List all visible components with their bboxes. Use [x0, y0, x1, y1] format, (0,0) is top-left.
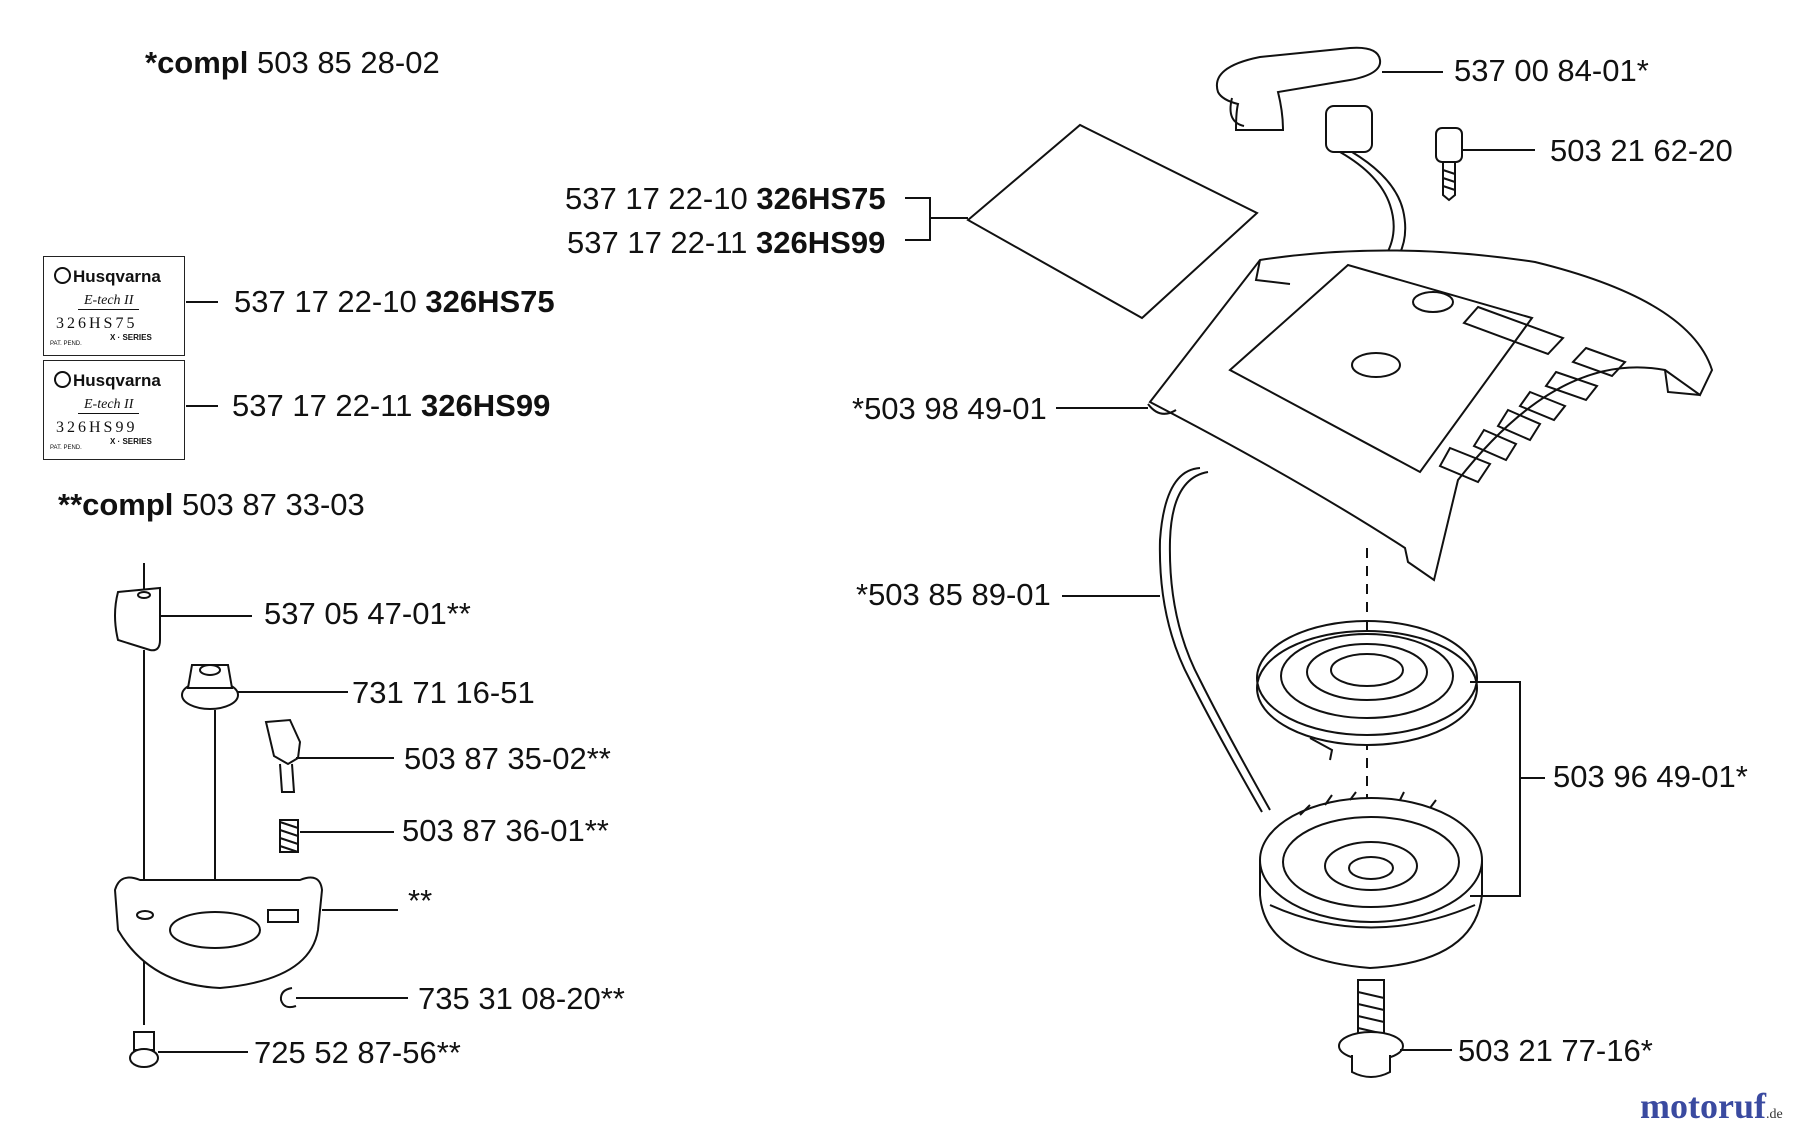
decal-pat: PAT. PEND.: [50, 445, 82, 451]
small-spring-drawing: [279, 819, 299, 853]
label-top-screw: 503 21 62-20: [1550, 133, 1733, 168]
label-cord: *503 85 89-01: [856, 577, 1051, 612]
label-bracket: **: [408, 883, 433, 918]
decal-series: X · SERIES: [110, 333, 152, 342]
decal-sheet-drawing: [966, 123, 1259, 320]
starter-handle-drawing: [1215, 46, 1407, 263]
starter-housing-drawing: [1147, 249, 1714, 582]
label-sheet-75: 537 17 22-10 326HS75: [565, 181, 886, 216]
lever-drawing: [264, 718, 302, 793]
label-small-screw: 725 52 87-56**: [254, 1035, 461, 1070]
decal-line: E-tech II: [78, 293, 140, 310]
compl-header-2: **compl 503 87 33-03: [58, 487, 365, 522]
label-lever: 503 87 35-02**: [404, 741, 611, 776]
nut-drawing: [181, 664, 239, 710]
label-bolt: 503 21 77-16*: [1458, 1033, 1653, 1068]
bracket-drawing: [113, 876, 324, 990]
label-housing: *503 98 49-01: [852, 391, 1047, 426]
decal-series: X · SERIES: [110, 437, 152, 446]
recoil-spring-drawing: [1256, 620, 1478, 761]
decal-line: E-tech II: [78, 397, 140, 414]
pawl-drawing: [114, 586, 161, 652]
husqvarna-logo: Husqvarna: [54, 267, 161, 287]
decal-326hs75: Husqvarna E-tech II 326HS75 X · SERIES P…: [43, 256, 185, 356]
label-sheet-99: 537 17 22-11 326HS99: [567, 225, 886, 260]
label-pawl: 537 05 47-01**: [264, 596, 471, 631]
decal-pat: PAT. PEND.: [50, 341, 82, 347]
small-screw-drawing: [129, 1031, 159, 1068]
label-spring-pulley: 503 96 49-01*: [1553, 759, 1748, 794]
decal-model: 326HS75: [56, 315, 138, 332]
husqvarna-logo: Husqvarna: [54, 371, 161, 391]
starter-cord-drawing: [1158, 467, 1263, 813]
decal-326hs99: Husqvarna E-tech II 326HS99 X · SERIES P…: [43, 360, 185, 460]
decal-model: 326HS99: [56, 419, 138, 436]
clip-drawing: [279, 987, 297, 1009]
label-decal-99: 537 17 22-11 326HS99: [232, 388, 551, 423]
label-small-spring: 503 87 36-01**: [402, 813, 609, 848]
label-handle: 537 00 84-01*: [1454, 53, 1649, 88]
bottom-bolt-drawing: [1338, 979, 1404, 1078]
motoruf-watermark: motoruf.de: [1640, 1086, 1783, 1126]
label-nut: 731 71 16-51: [352, 675, 535, 710]
label-decal-75: 537 17 22-10 326HS75: [234, 284, 555, 319]
label-clip: 735 31 08-20**: [418, 981, 625, 1016]
compl-header-1: *compl 503 85 28-02: [145, 45, 440, 80]
pulley-drawing: [1259, 791, 1483, 970]
top-screw-drawing: [1435, 127, 1463, 202]
